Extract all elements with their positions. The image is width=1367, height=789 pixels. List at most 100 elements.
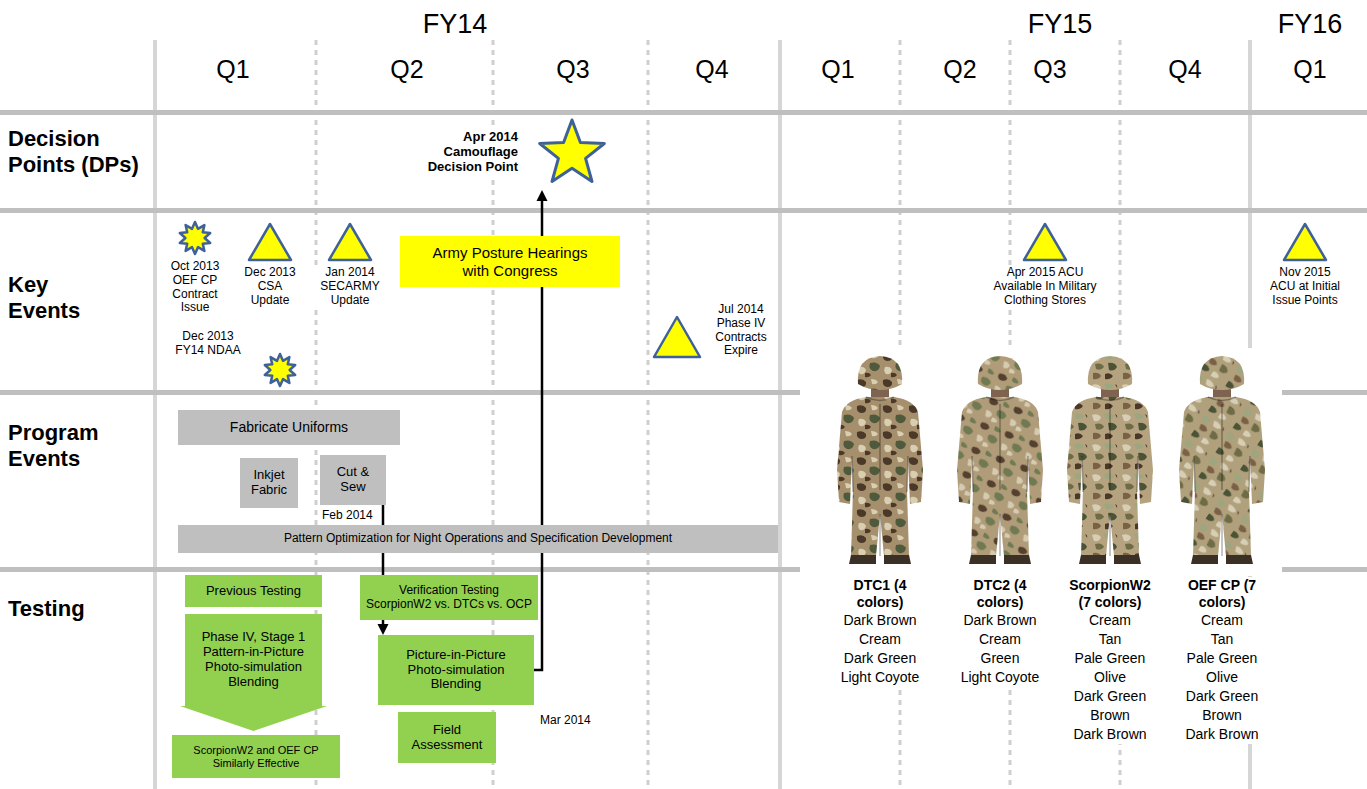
event-triangle: Jul 2014 Phase IV Contracts Expire: [650, 303, 776, 359]
year-dividers: [155, 40, 1250, 789]
burst-outline: [180, 222, 210, 254]
pattern-color: Brown: [1062, 706, 1158, 725]
quarter-frame: Q1: [203, 54, 263, 84]
node-text: Picture-in-Picture Photo-simulation Blen…: [388, 648, 524, 693]
quarter: Q3: [1020, 54, 1080, 84]
node-text: Previous Testing: [206, 584, 301, 599]
photo-ground: [818, 348, 1282, 576]
node-text: Field Assessment: [402, 723, 492, 753]
tri-symbol: [652, 315, 702, 359]
row-band: [0, 390, 800, 395]
pattern-color: Pale Green: [1174, 649, 1270, 668]
row-heading-frame: Program Events: [8, 420, 108, 472]
quarter-frame: Q2: [377, 54, 437, 84]
pattern-color: Brown: [1174, 706, 1270, 725]
event-triangle: Nov 2015 ACU at Initial Issue Points: [1265, 222, 1345, 307]
test-box: Verification Testing ScorpionW2 vs. DTCs…: [360, 575, 538, 620]
burst-symbol: [262, 352, 298, 388]
program-bar: Fabricate Uniforms: [178, 410, 400, 445]
pattern-color-frame: Dark Brown: [952, 611, 1048, 630]
soldier-figure: [837, 356, 923, 564]
pattern-color: Dark Brown: [1174, 725, 1270, 744]
fiscal-year: FY15: [1010, 8, 1110, 40]
row-heading: Key Events: [8, 272, 108, 324]
node-text: Cut & Sew: [328, 465, 378, 495]
node-text: Inkjet Fabric: [244, 468, 294, 498]
fiscal-year-frame: FY15: [1010, 8, 1110, 40]
fiscal-year: FY16: [1260, 8, 1360, 40]
quarter-frame: Q1: [808, 54, 868, 84]
pattern-heading: DTC2 (4 colors): [952, 577, 1048, 611]
quarter-frame: Q4: [682, 54, 742, 84]
pattern-heading-frame: DTC2 (4 colors): [952, 577, 1048, 611]
fiscal-year-frame: FY14: [405, 8, 505, 40]
test-box: Previous Testing: [185, 575, 322, 607]
pattern-heading: OEF CP (7 colors): [1174, 577, 1270, 611]
quarter-divider: [647, 40, 650, 789]
event-triangle: Jan 2014 SECARMY Update: [314, 222, 386, 307]
pattern-color: Tan: [1174, 630, 1270, 649]
row-heading: Testing: [8, 596, 108, 622]
program-bar: Inkjet Fabric: [240, 458, 298, 508]
quarter: Q4: [1155, 54, 1215, 84]
burst-outline: [265, 354, 295, 386]
pattern-color: Dark Green: [1174, 687, 1270, 706]
node-text: Fabricate Uniforms: [230, 419, 348, 435]
pattern-color-frame: Dark Green: [832, 649, 928, 668]
quarter: Q1: [808, 54, 868, 84]
row-heading: Decision Points (DPs): [8, 126, 153, 178]
pattern-color: Cream: [832, 630, 928, 649]
row-heading-frame: Decision Points (DPs): [8, 126, 153, 178]
burst-symbol: [177, 220, 213, 256]
tri-outline: [249, 224, 291, 260]
node-text: Oct 2013 OEF CP Contract Issue: [160, 260, 230, 315]
year-divider: [778, 40, 782, 789]
soldier-figure: [957, 356, 1043, 564]
pattern-color-frame: Cream: [832, 630, 928, 649]
decision-star: Apr 2014 Camouflage Decision Point: [398, 118, 614, 190]
pattern-color-frame: Dark Green: [1174, 687, 1270, 706]
tri-outline: [654, 317, 700, 357]
node-text: Verification Testing ScorpionW2 vs. DTCs…: [365, 584, 533, 612]
pattern-color: Olive: [1062, 668, 1158, 687]
tri-symbol: [1282, 222, 1328, 262]
quarter-frame: Q3: [543, 54, 603, 84]
soldier-figure: [1179, 356, 1265, 564]
pattern-color-frame: Green: [952, 649, 1048, 668]
star-symbol: [532, 118, 612, 190]
pattern-color-frame: Pale Green: [1062, 649, 1158, 668]
hearing-box: Army Posture Hearings with Congress: [400, 236, 620, 287]
event-burst: Oct 2013 OEF CP Contract Issue: [160, 220, 230, 315]
node-text: Apr 2014 Camouflage Decision Point: [398, 130, 518, 175]
pattern-color: Light Coyote: [952, 668, 1048, 687]
pattern-color: Dark Brown: [952, 611, 1048, 630]
pattern-color-frame: Cream: [1174, 611, 1270, 630]
pattern-color: Tan: [1062, 630, 1158, 649]
tri-outline: [1284, 224, 1326, 260]
arrow-head: [537, 190, 548, 201]
row-heading-frame: Testing: [8, 596, 108, 622]
pattern-color-frame: Tan: [1174, 630, 1270, 649]
fiscal-year: FY14: [405, 8, 505, 40]
quarter-frame: Q4: [1155, 54, 1215, 84]
pattern-color: Light Coyote: [832, 668, 928, 687]
soldier-figure: [1067, 356, 1153, 564]
node-text: ScorpionW2 and OEF CP Similarly Effectiv…: [176, 744, 336, 769]
node-text: Jul 2014 Phase IV Contracts Expire: [708, 303, 774, 358]
pattern-heading-frame: ScorpionW2 (7 colors): [1062, 577, 1158, 611]
pattern-color-frame: Brown: [1062, 706, 1158, 725]
test-box: Picture-in-Picture Photo-simulation Blen…: [378, 635, 534, 705]
quarter: Q2: [377, 54, 437, 84]
node-text: Jan 2014 SECARMY Update: [314, 266, 386, 307]
pattern-color-frame: Tan: [1062, 630, 1158, 649]
pattern-color-frame: Brown: [1174, 706, 1270, 725]
arrow-head: [378, 624, 389, 635]
node-text: Nov 2015 ACU at Initial Issue Points: [1268, 266, 1342, 307]
pattern-color-frame: Light Coyote: [952, 668, 1048, 687]
test-box: Field Assessment: [398, 712, 496, 763]
pattern-color-frame: Cream: [952, 630, 1048, 649]
pattern-color-frame: Pale Green: [1174, 649, 1270, 668]
row-heading-frame: Key Events: [8, 272, 108, 324]
